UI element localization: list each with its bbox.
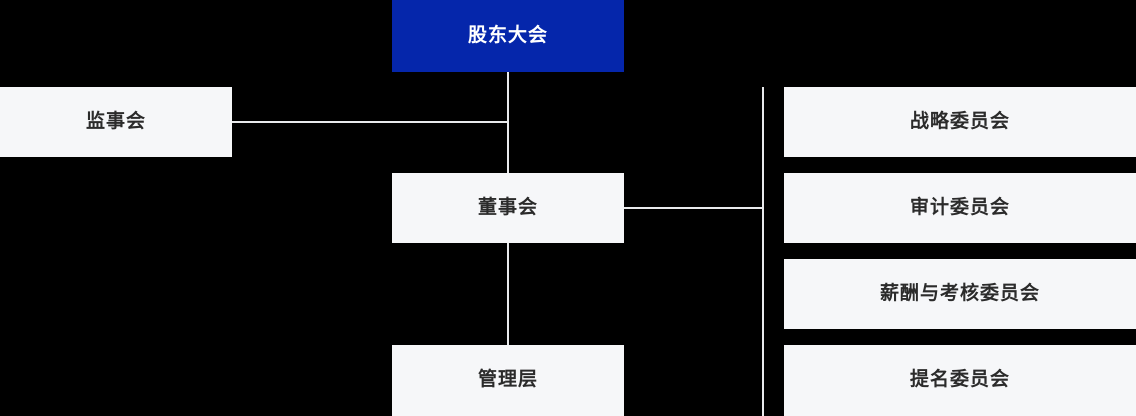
node-management-label: 管理层 xyxy=(477,369,538,391)
node-supervisory-board-label: 监事会 xyxy=(85,110,146,132)
node-board-of-directors-label: 董事会 xyxy=(477,196,538,218)
node-strategy-committee-label: 战略委员会 xyxy=(909,110,1010,132)
connector-vertical-committees xyxy=(762,87,764,416)
node-management[interactable]: 管理层 xyxy=(392,345,624,416)
node-nomination-committee[interactable]: 提名委员会 xyxy=(784,345,1136,416)
node-board-of-directors[interactable]: 董事会 xyxy=(392,173,624,243)
connector-horizontal-supervisory xyxy=(232,121,509,123)
node-compensation-committee-label: 薪酬与考核委员会 xyxy=(879,282,1040,304)
node-compensation-committee[interactable]: 薪酬与考核委员会 xyxy=(784,259,1136,329)
node-shareholders-meeting[interactable]: 股东大会 xyxy=(392,0,624,72)
node-strategy-committee[interactable]: 战略委员会 xyxy=(784,87,1136,157)
node-shareholders-meeting-label: 股东大会 xyxy=(467,24,548,46)
connector-horizontal-board-committees xyxy=(624,207,764,209)
node-supervisory-board[interactable]: 监事会 xyxy=(0,87,232,157)
node-audit-committee[interactable]: 审计委员会 xyxy=(784,173,1136,243)
node-audit-committee-label: 审计委员会 xyxy=(909,196,1010,218)
node-nomination-committee-label: 提名委员会 xyxy=(909,369,1010,391)
